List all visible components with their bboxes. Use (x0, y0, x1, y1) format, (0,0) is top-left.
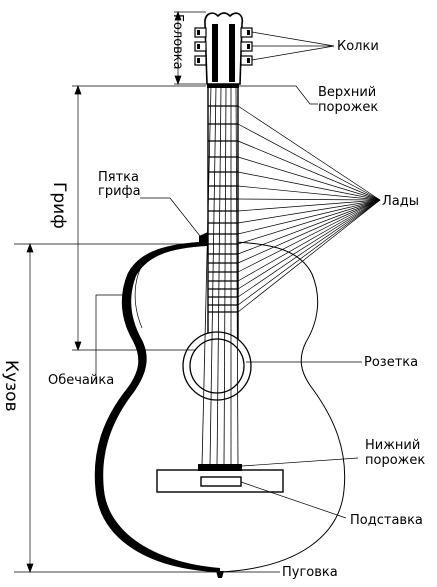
label-obechayka: Обечайка (48, 373, 114, 388)
leader-nizhniy-porozhek (241, 457, 359, 467)
leader-lady (237, 105, 381, 313)
dimension-golovka (174, 11, 206, 85)
bridge-slot (200, 476, 242, 487)
label-pyatka-1: Пятка (98, 170, 139, 185)
label-kolki: Колки (337, 39, 379, 54)
label-lady: Лады (382, 194, 419, 209)
label-nizhniy-porozhek-2: порожек (365, 453, 425, 468)
label-pugovka: Пуговка (282, 565, 338, 580)
label-rozetka: Розетка (364, 355, 418, 370)
label-kuzov: Кузов (1, 360, 21, 412)
tuning-pegs-left (194, 27, 207, 66)
leader-pyatka (140, 197, 201, 237)
sound-hole-inner (189, 338, 245, 394)
label-pyatka-2: грифа (98, 184, 141, 199)
label-golovka: Головка (170, 14, 185, 70)
label-grif: Гриф (49, 182, 69, 229)
label-verkhniy-porozhek-1: Верхний (318, 85, 376, 100)
leader-obechayka (95, 294, 122, 384)
label-verkhniy-porozhek-2: порожек (318, 100, 378, 115)
head-slot-right (229, 24, 235, 82)
leader-kolki (251, 31, 335, 61)
dimension-kuzov (14, 243, 216, 573)
leader-verkhniy-porozhek (239, 85, 318, 105)
tuning-pegs-right (240, 27, 253, 66)
end-pin (216, 571, 224, 578)
label-nizhniy-porozhek-1: Нижний (365, 438, 420, 453)
headstock (204, 12, 244, 85)
leader-podstavka (240, 481, 347, 519)
neck-heel (199, 232, 208, 246)
saddle (198, 464, 242, 471)
dimension-grif (72, 85, 206, 351)
body-back-edge (134, 255, 149, 329)
strings (201, 85, 239, 467)
upper-nut (207, 83, 239, 88)
body-side-left (95, 242, 220, 572)
label-podstavka: Подставка (350, 513, 423, 528)
head-slot-left (212, 24, 218, 82)
